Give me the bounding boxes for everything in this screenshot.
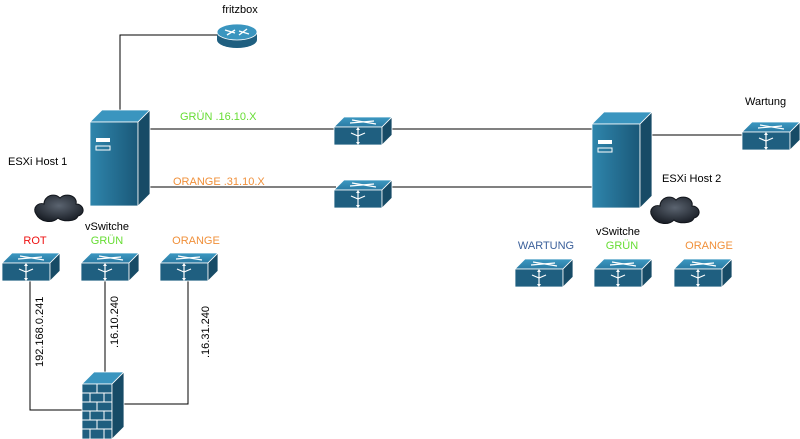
- link-host1-router: [119, 34, 222, 120]
- host1-gruen-label: GRÜN: [90, 235, 124, 247]
- host1-rot-vswitch-icon: [1, 252, 61, 282]
- firewall-icon: [81, 371, 125, 439]
- host2-orange-label: ORANGE: [685, 240, 733, 252]
- host1-vswitch-heading: vSwitche: [84, 221, 130, 233]
- host2-label: ESXi Host 2: [662, 173, 722, 185]
- wartung-label: Wartung: [745, 96, 787, 108]
- host2-orange-vswitch-icon: [673, 258, 733, 288]
- orange-link-label: ORANGE .31.10.X: [173, 176, 265, 188]
- host1-orange-vswitch-icon: [159, 252, 219, 282]
- host1-rot-label: ROT: [23, 235, 47, 247]
- ip-orange-label: .16.31.240: [200, 306, 212, 358]
- host2-gruen-vswitch-icon: [593, 258, 653, 288]
- wartung-switch-icon: [741, 121, 800, 151]
- host1-cloud-icon: [34, 194, 84, 222]
- host2-server-icon: [591, 111, 653, 209]
- gruen-link-label: GRÜN .16.10.X: [180, 111, 257, 123]
- host1-orange-label: ORANGE: [172, 235, 220, 247]
- router-icon: [216, 23, 258, 48]
- link-rot-firewall: [29, 280, 90, 411]
- host2-vswitch-heading: vSwitche: [595, 226, 641, 238]
- router-label: fritzbox: [222, 4, 258, 16]
- host2-gruen-label: GRÜN: [605, 240, 639, 252]
- ip-gruen-label: .16.10.240: [109, 296, 121, 348]
- host2-cloud-icon: [650, 196, 700, 224]
- connection-lines: [29, 34, 742, 411]
- host1-gruen-vswitch-icon: [80, 252, 140, 282]
- host1-label: ESXi Host 1: [8, 156, 68, 168]
- ip-rot-label: 192.168.0.241: [34, 296, 46, 367]
- host2-wartung-vswitch-icon: [514, 258, 574, 288]
- host1-server-icon: [89, 109, 151, 207]
- gruen-link-switch-icon: [333, 116, 393, 146]
- orange-link-switch-icon: [333, 179, 393, 209]
- host2-wartung-label: WARTUNG: [517, 240, 575, 252]
- link-orange-firewall: [122, 280, 189, 405]
